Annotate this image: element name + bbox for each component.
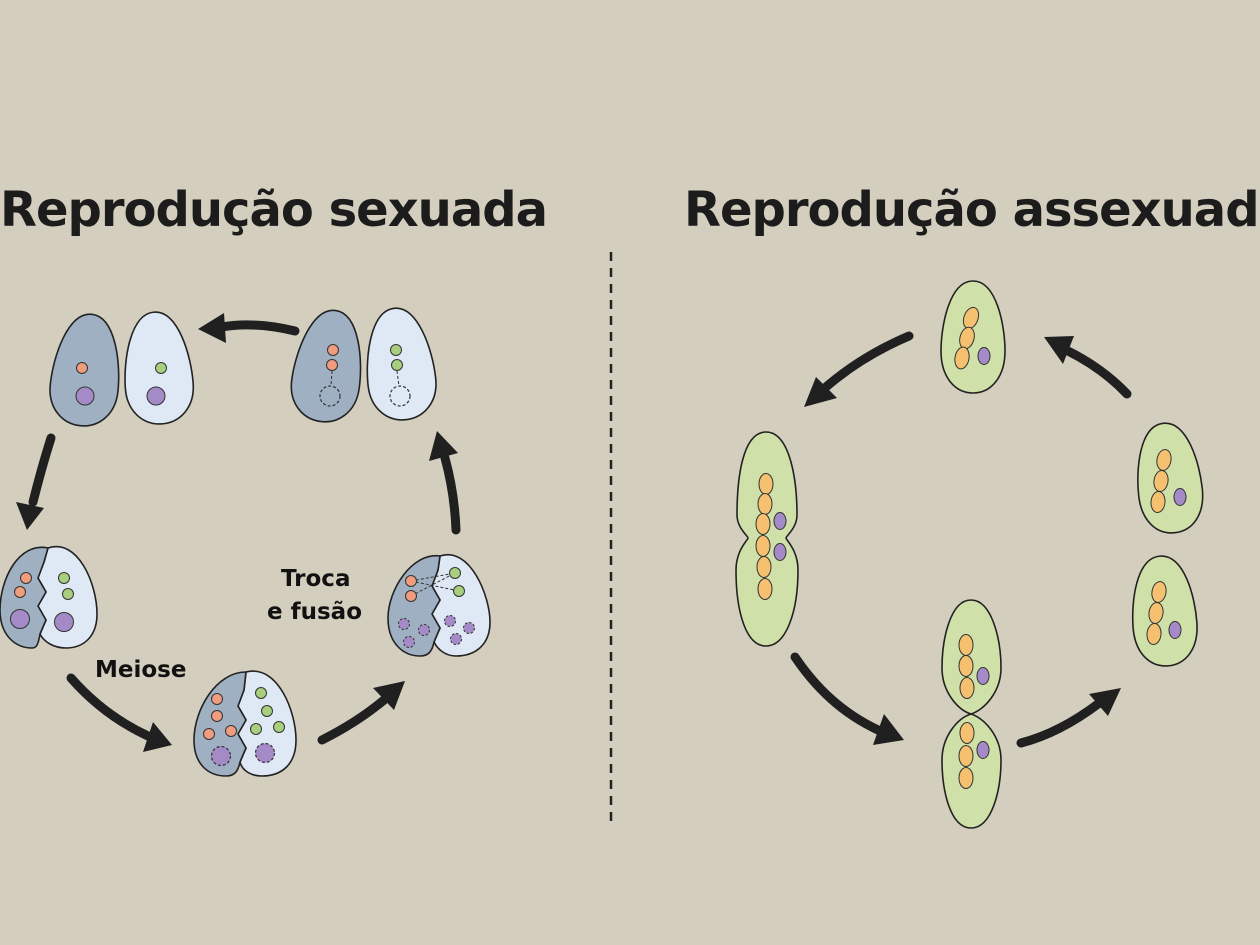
chromosome: [958, 634, 974, 656]
dot-green: [390, 344, 402, 356]
chromosome: [959, 722, 975, 744]
chromosome: [954, 346, 970, 370]
dot-green: [261, 705, 273, 717]
dot-salmon: [405, 590, 417, 602]
dot-salmon: [211, 710, 223, 722]
dot-salmon: [225, 725, 237, 737]
plasmid: [976, 741, 990, 759]
plasmid: [1168, 621, 1182, 639]
arrow-to-joined: [28, 433, 56, 507]
label-exchange-line1: Troca: [281, 566, 350, 592]
arrowhead: [373, 681, 405, 710]
arrow-to-separated: [217, 320, 300, 336]
arrowhead: [429, 431, 458, 461]
split-nucleus: [254, 742, 276, 764]
arrow-to-after-exchange: [440, 453, 461, 535]
chromosome: [1146, 623, 1162, 645]
arrow-to-elongated: [821, 331, 914, 392]
dot-salmon: [327, 344, 339, 356]
dot-green: [58, 572, 70, 584]
dot-salmon: [211, 693, 223, 705]
green-cell-daughter-lower: [1131, 555, 1198, 667]
nucleus: [146, 386, 166, 406]
dot-green: [449, 567, 461, 579]
cell-pair-separated: [45, 308, 197, 431]
dot-green: [155, 362, 167, 374]
plasmid: [977, 347, 991, 365]
arrowhead: [804, 377, 837, 407]
cell-pair-exchange: [387, 553, 491, 657]
cell-green: [1137, 422, 1204, 534]
dot-salmon: [326, 359, 338, 371]
chromosome: [755, 513, 771, 535]
cell-green: [1131, 555, 1198, 667]
green-cell-daughter-upper: [1137, 422, 1204, 534]
chromosome: [758, 473, 774, 495]
chromosome: [958, 745, 974, 767]
cell-pair-meiosis: [193, 670, 297, 777]
fused-nucleus-fragment: [450, 633, 462, 645]
chromosome: [756, 556, 772, 578]
cell-pair-joined: [0, 545, 98, 649]
nucleus: [54, 612, 74, 632]
asexual-cycle-arrows: [790, 331, 1132, 748]
dot-salmon: [203, 728, 215, 740]
label-exchange-line2: e fusão: [267, 599, 362, 625]
empty-nucleus: [389, 385, 411, 407]
arrowhead: [873, 714, 904, 745]
sexual-title: Reprodução sexuada: [0, 182, 547, 238]
arrow-meiosis: [66, 673, 153, 741]
fused-nucleus-fragment: [398, 618, 410, 630]
nucleus: [10, 609, 30, 629]
fused-nucleus-fragment: [403, 636, 415, 648]
asexual-title: Reprodução assexuada: [684, 182, 1260, 238]
arrow-to-pinching: [790, 652, 883, 735]
chromosome: [959, 677, 975, 699]
arrowhead: [143, 722, 172, 752]
cell-dark: [193, 671, 247, 777]
plasmid: [976, 667, 990, 685]
arrow-to-daughters: [1016, 699, 1103, 748]
fused-nucleus-fragment: [444, 615, 456, 627]
dot-green: [391, 359, 403, 371]
plasmid: [1173, 488, 1187, 506]
empty-nucleus: [319, 385, 341, 407]
arrowhead: [1089, 688, 1121, 716]
fused-nucleus-fragment: [418, 624, 430, 636]
green-cell-pinching: [941, 599, 1002, 829]
label-meiosis: Meiose: [95, 657, 186, 683]
nucleus: [75, 386, 95, 406]
chromosome: [958, 655, 974, 677]
chromosome: [755, 535, 771, 557]
sexual-cycle-arrows: [16, 313, 461, 752]
arrowhead: [1044, 336, 1074, 364]
dot-green: [255, 687, 267, 699]
dot-salmon: [405, 575, 417, 587]
dot-salmon: [20, 572, 32, 584]
dot-green: [250, 723, 262, 735]
cell-dark: [0, 546, 50, 649]
arrowhead: [16, 502, 44, 530]
arrow-to-exchange: [317, 695, 389, 745]
chromosome: [958, 767, 974, 789]
cell-pair-after-exchange: [285, 303, 441, 427]
dot-salmon: [14, 586, 26, 598]
dot-green: [273, 721, 285, 733]
chromosome: [757, 578, 773, 600]
dot-green: [62, 588, 74, 600]
split-nucleus: [210, 745, 232, 767]
cell-green: [941, 599, 1002, 715]
chromosome: [757, 493, 773, 515]
chromosome: [1150, 491, 1166, 513]
fused-nucleus-fragment: [463, 622, 475, 634]
plasmid: [773, 543, 787, 561]
dot-salmon: [76, 362, 88, 374]
green-cell-dividing-left: [735, 431, 799, 647]
arrow-to-top: [1063, 346, 1132, 399]
plasmid: [773, 512, 787, 530]
arrowhead: [198, 313, 226, 343]
dot-green: [453, 585, 465, 597]
green-cell-top: [940, 280, 1006, 394]
